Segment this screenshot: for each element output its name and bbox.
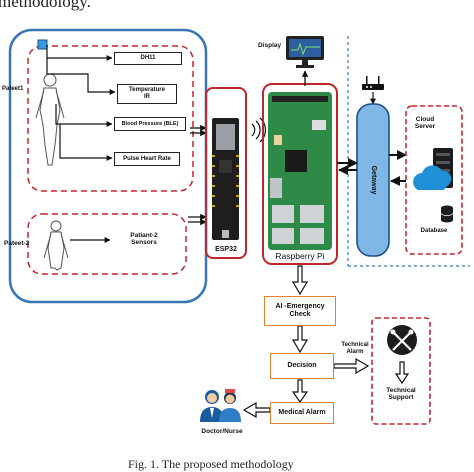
sensor-blood-pressure: Blood Pressure (BLE) — [114, 117, 186, 131]
doctor-nurse-icon — [200, 389, 241, 422]
sensor-node-icon — [37, 39, 48, 50]
raspberry-board-icon — [268, 92, 332, 250]
decision-box: Decision — [270, 353, 334, 379]
figure-caption: Fig. 1. The proposed methodology — [128, 457, 294, 471]
cloud-server-label: Cloud Server — [414, 116, 436, 131]
sensor-pulse-heart-rate: Pulse Heart Rate — [114, 152, 180, 166]
raspberry-pi-label: Raspberry Pi — [275, 251, 325, 261]
patient2-body-icon — [43, 220, 69, 271]
display-label: Display — [258, 42, 282, 49]
ai-emergency-check-box: AI -Emergency Check — [264, 296, 336, 326]
patient1-label: Pateet1 — [2, 86, 24, 92]
esp32-board-icon — [212, 118, 239, 240]
display-monitor-icon — [286, 36, 324, 68]
patient2-dashed-frame — [27, 213, 187, 275]
database-label: Database — [420, 228, 448, 234]
sensor-temperature-ir: Temperature IR — [117, 84, 177, 104]
medical-alarm-box: Medical Alarm — [270, 402, 334, 424]
technical-alarm-label: Technical Alarm — [341, 342, 369, 355]
doctor-nurse-label: Doctor/Nurse — [201, 428, 243, 435]
tools-icon — [387, 325, 417, 355]
cloud-server-frame — [405, 105, 463, 255]
database-icon — [440, 205, 454, 223]
esp32-frame — [205, 87, 247, 259]
patient2-sensors-label: Patiant-2 Sensors — [130, 232, 158, 247]
gateway-pill — [356, 103, 390, 257]
header-fragment: methodology. — [0, 0, 91, 11]
patient-frame — [8, 28, 208, 304]
raspberry-frame — [262, 83, 338, 265]
cloud-icon — [413, 165, 452, 190]
router-icon — [362, 76, 384, 90]
gateway-label: Getaway — [370, 165, 378, 195]
wifi-icon — [251, 117, 266, 143]
technical-support-label: Technical Support — [386, 387, 416, 402]
technical-support-frame — [371, 317, 431, 425]
patient2-label: Pateet-2 — [4, 240, 30, 247]
esp32-label: ESP32 — [215, 246, 237, 253]
patient1-dashed-frame — [27, 45, 194, 192]
sensor-dh11: DH11 — [114, 52, 182, 65]
